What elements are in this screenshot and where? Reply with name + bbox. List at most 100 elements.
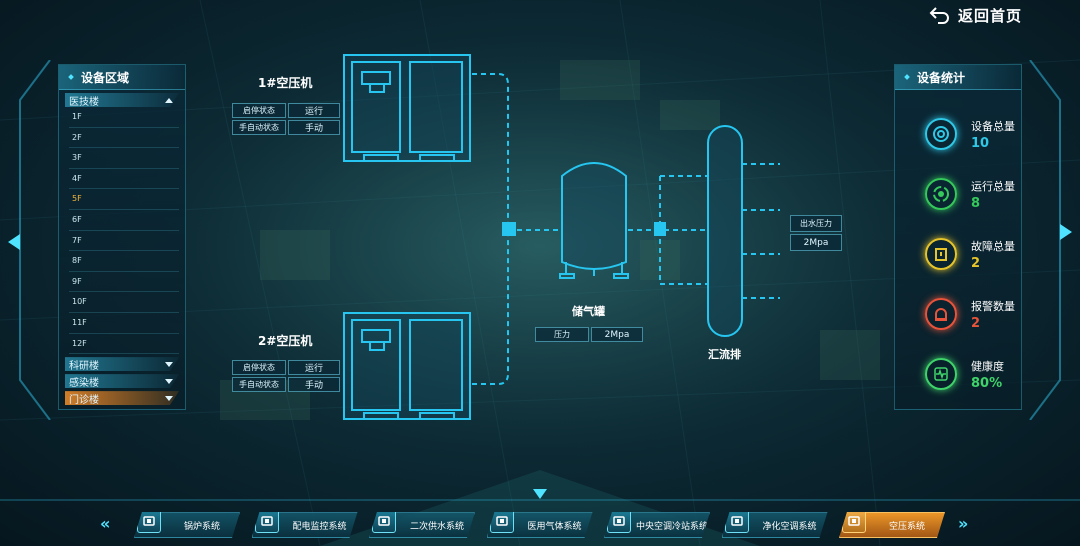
pressure-key: 压力 bbox=[535, 327, 589, 342]
device-stats-panel: 设备统计 设备总量 10 运行总量 8 故障总量 2 报警数量 2 健康度 80… bbox=[894, 64, 1022, 410]
stat-label: 报警数量 bbox=[971, 299, 1015, 313]
pressure-value: 2Mpa bbox=[591, 327, 643, 342]
building-label: 感染楼 bbox=[69, 377, 99, 389]
nav-label: 医用气体系统 bbox=[527, 521, 582, 532]
stat-item: 报警数量 2 bbox=[895, 289, 1021, 339]
building-yiji[interactable]: 医技楼 bbox=[65, 93, 179, 107]
compressor-2-title: 2#空压机 bbox=[258, 334, 313, 348]
stat-label: 运行总量 bbox=[971, 179, 1015, 193]
nav-label: 空压系统 bbox=[888, 521, 925, 532]
building-label: 科研楼 bbox=[69, 360, 99, 372]
left-frame bbox=[19, 60, 51, 420]
nav-item-4[interactable]: 中央空调冷站系统 bbox=[604, 512, 710, 538]
status-value: 运行 bbox=[288, 103, 340, 118]
building-menzhen[interactable]: 门诊楼 bbox=[65, 391, 179, 406]
left-collapse-arrow[interactable] bbox=[8, 234, 20, 250]
medical-gas-icon bbox=[490, 509, 514, 533]
floor-item-9f[interactable]: 9F bbox=[69, 272, 179, 293]
tank-title: 储气罐 bbox=[572, 305, 605, 318]
stat-value: 2 bbox=[971, 315, 981, 331]
stat-value: 80% bbox=[971, 375, 1003, 391]
status-row: 手自动状态手动 bbox=[232, 377, 340, 392]
floor-item-1f[interactable]: 1F bbox=[69, 107, 179, 128]
power-ring-icon bbox=[925, 178, 957, 210]
nav-item-3[interactable]: 医用气体系统 bbox=[487, 512, 593, 538]
nav-item-1[interactable]: 配电监控系统 bbox=[252, 512, 358, 538]
floor-item-10f[interactable]: 10F bbox=[69, 292, 179, 313]
status-row: 启停状态运行 bbox=[232, 103, 340, 118]
boiler-icon bbox=[137, 509, 161, 533]
return-arrow-icon bbox=[929, 7, 949, 24]
nav-item-2[interactable]: 二次供水系统 bbox=[369, 512, 475, 538]
chevron-down-icon bbox=[165, 395, 173, 401]
stat-item: 运行总量 8 bbox=[895, 169, 1021, 219]
right-frame bbox=[1029, 60, 1061, 420]
status-row: 手自动状态手动 bbox=[232, 120, 340, 135]
water-supply-icon bbox=[372, 509, 396, 533]
right-collapse-arrow[interactable] bbox=[1060, 224, 1072, 240]
stat-item: 设备总量 10 bbox=[895, 109, 1021, 159]
power-distribution-icon bbox=[255, 509, 279, 533]
nav-label: 锅炉系统 bbox=[183, 521, 220, 532]
nav-item-0[interactable]: 锅炉系统 bbox=[134, 512, 240, 538]
floor-item-5f[interactable]: 5F bbox=[69, 189, 179, 210]
nav-prev-icon[interactable]: « bbox=[100, 514, 111, 533]
device-stats-title: 设备统计 bbox=[895, 65, 1021, 90]
floor-item-12f[interactable]: 12F bbox=[69, 334, 179, 355]
stat-value: 8 bbox=[971, 195, 981, 211]
nav-label: 净化空调系统 bbox=[762, 521, 817, 532]
building-ganran[interactable]: 感染楼 bbox=[65, 374, 179, 389]
stat-label: 设备总量 bbox=[971, 119, 1015, 133]
nav-label: 中央空调冷站系统 bbox=[636, 521, 709, 532]
status-value: 运行 bbox=[288, 360, 340, 375]
floor-item-7f[interactable]: 7F bbox=[69, 231, 179, 252]
chevron-down-icon bbox=[165, 378, 173, 384]
compressor-2-unit bbox=[343, 312, 471, 420]
nav-next-icon[interactable]: » bbox=[958, 514, 969, 533]
back-home-label: 返回首页 bbox=[958, 6, 1023, 25]
air-conditioner-icon bbox=[607, 509, 631, 533]
tank-pressure: 压力 2Mpa bbox=[535, 327, 643, 342]
alarm-light-icon bbox=[925, 298, 957, 330]
fan-icon bbox=[725, 509, 749, 533]
stat-label: 故障总量 bbox=[971, 239, 1015, 253]
nav-label: 配电监控系统 bbox=[292, 521, 347, 532]
floor-item-3f[interactable]: 3F bbox=[69, 148, 179, 169]
nav-item-5[interactable]: 净化空调系统 bbox=[722, 512, 828, 538]
manifold-outlet-pressure: 出水压力 2Mpa bbox=[790, 215, 842, 251]
target-icon bbox=[925, 118, 957, 150]
status-key: 启停状态 bbox=[232, 360, 286, 375]
compressor-1-status: 启停状态运行 手自动状态手动 bbox=[232, 103, 340, 135]
device-area-title: 设备区域 bbox=[59, 65, 185, 90]
stat-value: 2 bbox=[971, 255, 981, 271]
floor-item-4f[interactable]: 4F bbox=[69, 169, 179, 190]
outlet-pressure-value: 2Mpa bbox=[790, 234, 842, 251]
floor-item-8f[interactable]: 8F bbox=[69, 251, 179, 272]
compressor-2-status: 启停状态运行 手自动状态手动 bbox=[232, 360, 340, 392]
status-value: 手动 bbox=[288, 120, 340, 135]
floor-item-2f[interactable]: 2F bbox=[69, 128, 179, 149]
compressor-1-unit bbox=[343, 54, 471, 162]
building-label: 门诊楼 bbox=[69, 394, 99, 406]
compressor-1-title: 1#空压机 bbox=[258, 76, 313, 90]
status-key: 手自动状态 bbox=[232, 377, 286, 392]
back-home-button[interactable]: 返回首页 bbox=[928, 2, 1022, 28]
compressor-icon bbox=[842, 509, 866, 533]
heartbeat-icon bbox=[925, 358, 957, 390]
warning-box-icon bbox=[925, 238, 957, 270]
nav-item-6[interactable]: 空压系统 bbox=[839, 512, 945, 538]
floor-item-11f[interactable]: 11F bbox=[69, 313, 179, 334]
status-key: 启停状态 bbox=[232, 103, 286, 118]
status-value: 手动 bbox=[288, 377, 340, 392]
manifold-header bbox=[707, 125, 743, 337]
nav-label: 二次供水系统 bbox=[409, 521, 464, 532]
stat-item: 故障总量 2 bbox=[895, 229, 1021, 279]
building-keyan[interactable]: 科研楼 bbox=[65, 357, 179, 372]
chevron-up-icon bbox=[165, 97, 173, 103]
status-key: 手自动状态 bbox=[232, 120, 286, 135]
nav-expand-arrow[interactable] bbox=[533, 489, 547, 499]
floor-item-6f[interactable]: 6F bbox=[69, 210, 179, 231]
